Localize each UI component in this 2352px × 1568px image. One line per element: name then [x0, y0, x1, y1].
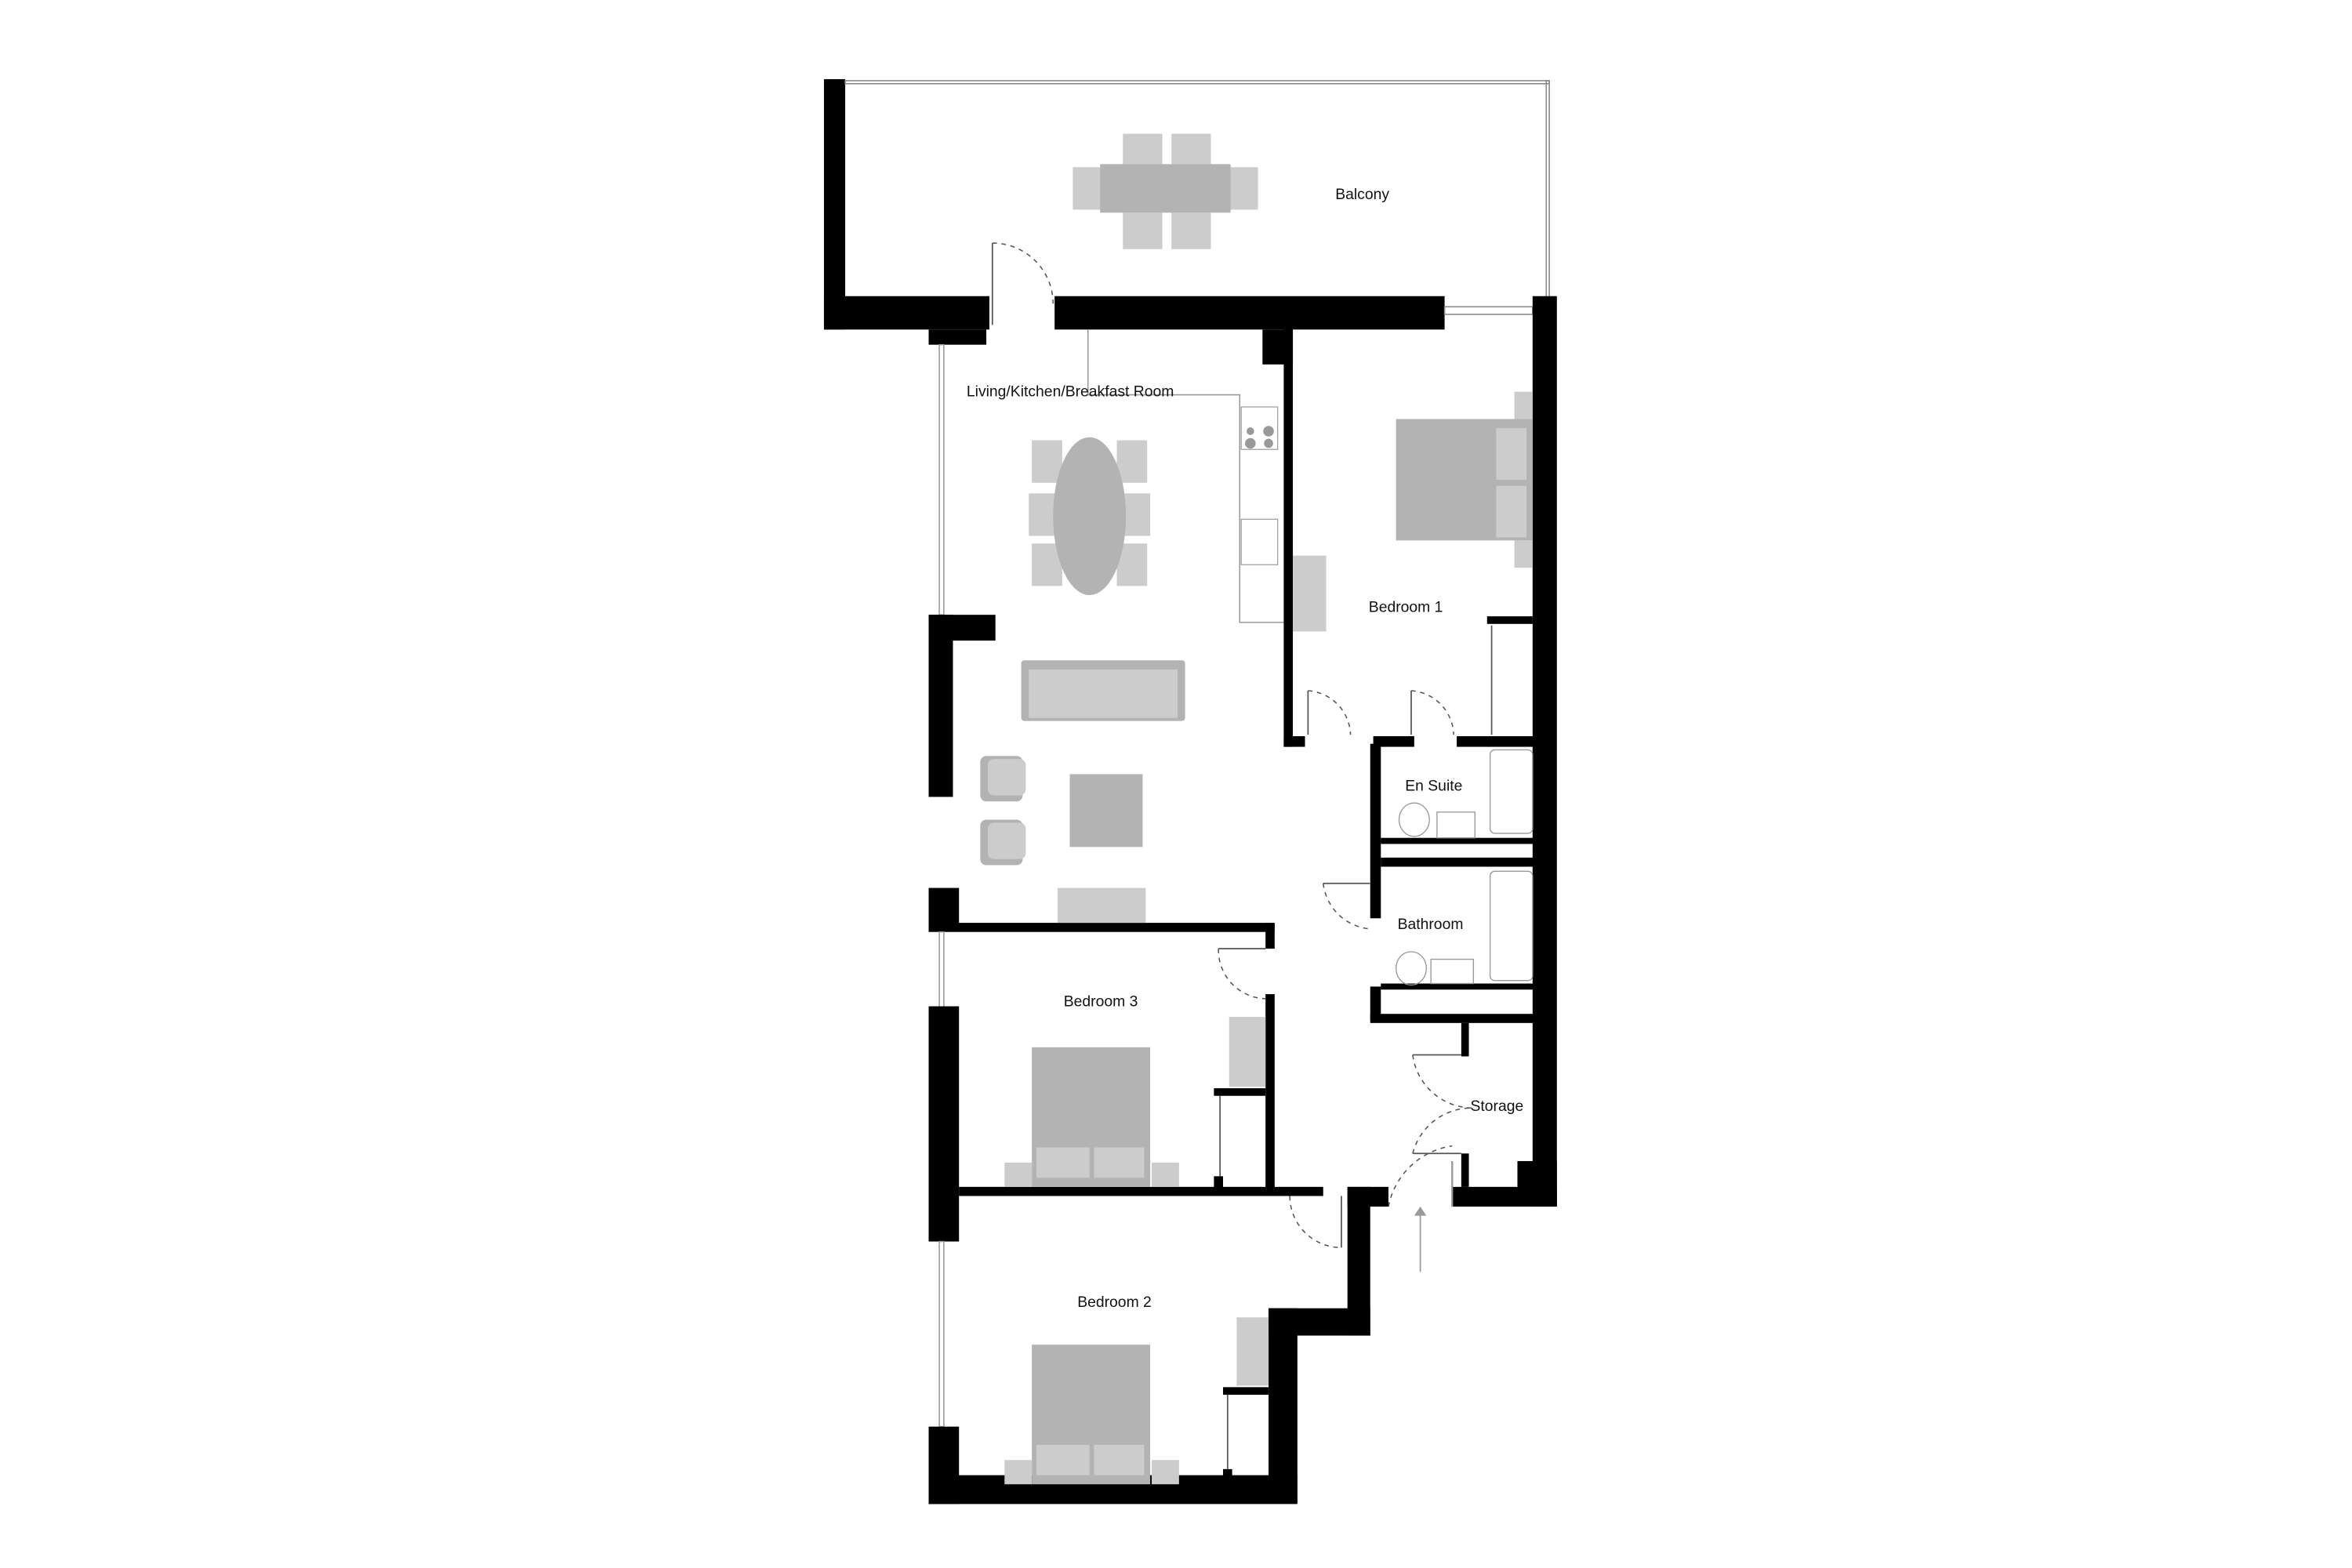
bed-icon — [1004, 1345, 1179, 1485]
room-label-bedroom3: Bedroom 3 — [1064, 993, 1138, 1011]
hob-icon — [1240, 406, 1279, 450]
bedroom-2: Bedroom 2 — [928, 1186, 1388, 1504]
entrance-arrow-icon — [1414, 1207, 1427, 1272]
storage: Storage — [1388, 1022, 1557, 1272]
basin-icon — [1436, 811, 1475, 839]
bed-icon — [1004, 1047, 1179, 1187]
bedroom-1: Bedroom 1 — [1283, 318, 1541, 747]
bath-icon — [1489, 870, 1534, 982]
toilet-icon — [1395, 951, 1428, 986]
balcony — [823, 78, 1550, 345]
sofa-icon — [1021, 660, 1185, 721]
toilet-icon — [1398, 802, 1430, 837]
room-label-balcony: Balcony — [1335, 186, 1389, 203]
dining-table-icon — [1073, 133, 1258, 249]
room-label-storage: Storage — [1470, 1098, 1523, 1115]
bedroom-3: Bedroom 3 — [928, 931, 1323, 1242]
room-label-living: Living/Kitchen/Breakfast Room — [967, 383, 1174, 400]
room-label-bedroom1: Bedroom 1 — [1369, 598, 1443, 615]
room-label-bathroom: Bathroom — [1398, 916, 1464, 933]
room-label-bedroom2: Bedroom 2 — [1077, 1294, 1152, 1311]
bed-icon — [1396, 391, 1533, 568]
living-room: Living/Kitchen/Breakfast Room — [928, 329, 1284, 949]
sink-icon — [1240, 518, 1279, 565]
bath-icon — [1489, 749, 1534, 834]
room-label-ensuite: En Suite — [1405, 778, 1462, 795]
wet-rooms: En Suite Bathroom — [1322, 743, 1541, 1023]
dining-table-icon — [1029, 437, 1151, 596]
basin-icon — [1430, 958, 1475, 985]
